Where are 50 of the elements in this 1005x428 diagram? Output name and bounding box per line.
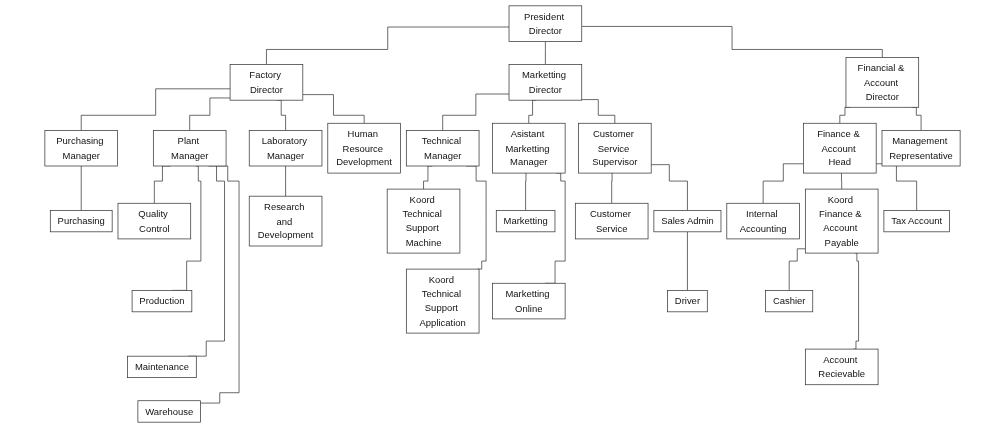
connector [189,97,231,131]
node-box: Tax Account [883,210,950,233]
node-box: Driver [667,290,708,313]
node-box: Maintenance [127,355,197,378]
node-box: Purchasing [49,210,113,233]
connector [581,26,883,58]
node-box: Production [131,290,193,313]
connector [852,252,859,350]
connector [788,248,806,291]
node-box: Marketting [495,210,556,233]
node-box: Customer Service [574,202,649,240]
node-box: Research and Development [248,195,323,247]
node-box: Management Representative [881,130,961,167]
connector [762,163,804,204]
node-box: Asistant Marketting Manager [492,122,566,174]
connector [611,172,613,204]
node-box: Finance & Account Head [803,122,877,174]
node-box: Human Resource Development [327,122,401,174]
connector [525,172,527,211]
connector [442,93,510,131]
connector [650,164,688,211]
node-box: Warehouse [137,400,201,423]
node-box: Sales Admin [653,210,722,233]
node-box: Cashier [765,290,814,313]
node-box: Laboratory Manager [248,130,323,167]
node-box: Account Recievable [804,348,879,386]
connector [266,26,510,65]
node-box: Factory Director [229,64,304,101]
connector [200,165,240,404]
node-box: Koord Technical Support Application [405,268,480,334]
connector [581,99,616,124]
node-box: Purchasing Manager [44,130,118,167]
connector [302,94,365,124]
node-box: Koord Finance & Account Payable [804,188,879,254]
node-box: Marketting Director [508,64,583,101]
connector [285,165,286,197]
connector [80,165,82,211]
connector [687,231,688,291]
node-box: Internal Accounting [726,202,800,240]
node-box: Financial & Account Director [845,57,920,108]
node-box: Marketting Online [492,282,566,320]
connector [80,88,231,131]
node-box: Customer Service Supervisor [578,122,652,174]
connector [545,41,546,65]
node-box: President Director [508,5,583,42]
node-box: Quality Control [117,202,192,240]
node-box: Koord Technical Support Machine [386,188,461,254]
node-box: Technical Manager [405,130,480,167]
connector [840,172,843,190]
node-box: Plant Manager [152,130,227,167]
